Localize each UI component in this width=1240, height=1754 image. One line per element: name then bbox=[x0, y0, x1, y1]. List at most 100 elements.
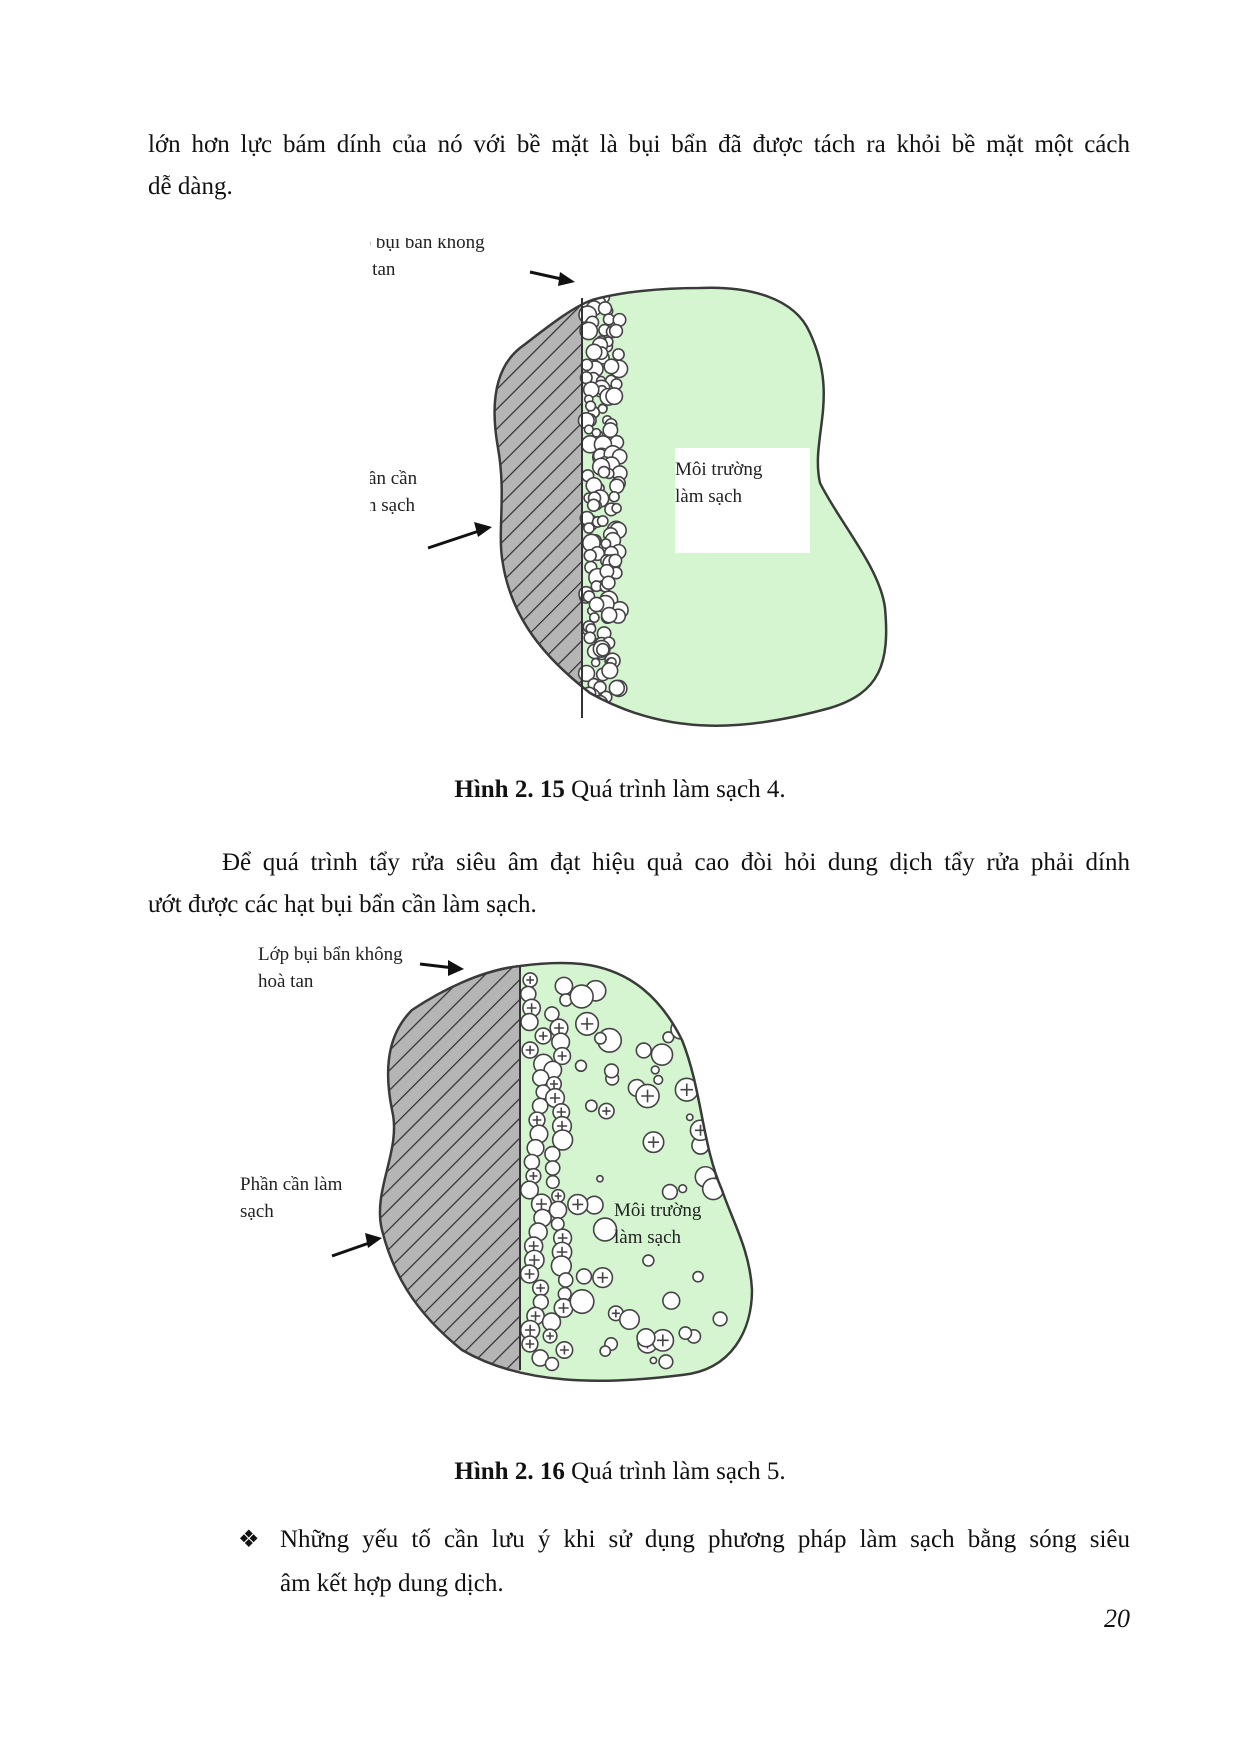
dirt-particle bbox=[692, 1270, 704, 1283]
label-cleaning-medium: làm sạch bbox=[614, 1227, 682, 1248]
dirt-particle bbox=[583, 548, 597, 563]
dirt-particle bbox=[658, 1354, 674, 1370]
dirt-particle bbox=[520, 1012, 539, 1032]
figure-caption: Hình 2. 15 Quá trình làm sạch 4. bbox=[0, 774, 1240, 806]
dirt-particle bbox=[685, 1113, 694, 1122]
figure-cleaning-process-4: Lớp bụi bẩn không hoà tan Phần cần làm s… bbox=[370, 238, 888, 727]
arrow-icon bbox=[419, 960, 464, 976]
figure-cleaning-process-5: Lớp bụi bẩn không hoà tan Phần cần làm s… bbox=[240, 944, 754, 1382]
dirt-particle bbox=[576, 698, 596, 718]
dirt-particle bbox=[609, 478, 625, 494]
dirt-particle bbox=[601, 662, 619, 680]
dirt-particle bbox=[588, 612, 600, 624]
caption-text: Quá trình làm sạch 4. bbox=[564, 776, 786, 803]
figure-caption: Hình 2. 16 Quá trình làm sạch 5. bbox=[0, 1456, 1240, 1488]
page-number: 20 bbox=[1104, 1604, 1130, 1633]
dirt-particle bbox=[544, 1356, 560, 1372]
dirt-particle bbox=[583, 631, 597, 645]
dirt-particle bbox=[701, 1062, 716, 1077]
dirt-particle bbox=[584, 1099, 598, 1113]
paragraph-line: Để quá trình tẩy rửa siêu âm đạt hiệu qu… bbox=[222, 849, 1130, 876]
dirt-particle bbox=[544, 1145, 561, 1163]
dirt-particle bbox=[596, 1174, 604, 1183]
plus-sign-icon bbox=[549, 1092, 561, 1104]
label-dirt-layer: hoà tan bbox=[258, 971, 314, 992]
plus-sign-icon bbox=[525, 1339, 535, 1349]
dirt-particle bbox=[611, 502, 622, 514]
plus-sign-icon bbox=[559, 1345, 569, 1355]
plus-sign-icon bbox=[529, 1171, 538, 1181]
dirt-particle bbox=[551, 1129, 574, 1151]
arrow-icon bbox=[529, 270, 575, 286]
dirt-particle bbox=[591, 427, 602, 438]
label-part-to-clean: Phần cần bbox=[370, 468, 418, 489]
caption-text: Quá trình làm sạch 5. bbox=[564, 1458, 786, 1485]
label-part-to-clean: sạch bbox=[240, 1201, 274, 1222]
dirt-particle bbox=[649, 1356, 658, 1365]
paragraph-line: lớn hơn lực bám dính của nó với bề mặt l… bbox=[148, 131, 1130, 158]
plus-sign-icon bbox=[550, 1080, 558, 1088]
dirt-particle bbox=[582, 381, 600, 398]
plus-sign-icon bbox=[572, 1198, 584, 1210]
dirt-particle bbox=[605, 387, 624, 406]
dirt-particle bbox=[653, 1074, 664, 1086]
dirt-particle bbox=[618, 1308, 641, 1331]
plus-sign-icon bbox=[524, 1269, 535, 1279]
plus-sign-icon bbox=[557, 1233, 568, 1243]
dirt-particle bbox=[541, 1312, 562, 1332]
dirt-particle bbox=[608, 553, 623, 568]
paragraph-line: ướt được các hạt bụi bẩn cần làm sạch. bbox=[148, 891, 537, 918]
dirt-particle bbox=[574, 1059, 588, 1073]
dirt-particle bbox=[586, 498, 601, 513]
bullet-line: âm kết hợp dung dịch. bbox=[280, 1570, 504, 1597]
label-dirt-layer: Lớp bụi bẩn không bbox=[370, 238, 485, 253]
plus-sign-icon bbox=[602, 1106, 611, 1116]
paragraph: Để quá trình tẩy rửa siêu âm đạt hiệu qu… bbox=[148, 842, 1130, 926]
label-box bbox=[675, 448, 810, 553]
dirt-particle bbox=[545, 1174, 560, 1190]
label-dirt-layer: hoà tan bbox=[370, 259, 396, 280]
dirt-particle bbox=[588, 596, 605, 613]
outline-shape bbox=[493, 286, 888, 727]
dirt-particle bbox=[686, 1020, 695, 1029]
plus-sign-icon bbox=[557, 1051, 567, 1061]
paragraph-continued: lớn hơn lực bám dính của nó với bề mặt l… bbox=[148, 124, 1130, 208]
plus-sign-icon bbox=[526, 1003, 537, 1013]
dirt-particle bbox=[590, 657, 601, 668]
plus-sign-icon bbox=[529, 1254, 540, 1266]
dirt-particle bbox=[523, 1153, 541, 1171]
dirt-particle bbox=[608, 491, 620, 503]
dirt-particle bbox=[557, 1272, 574, 1288]
label-part-to-clean: Phần cần làm bbox=[240, 1174, 343, 1195]
plus-sign-icon bbox=[672, 1001, 685, 1014]
label-cleaning-medium: làm sạch bbox=[675, 486, 743, 507]
label-cleaning-medium: Môi trường bbox=[675, 459, 763, 480]
dirt-particle bbox=[661, 1183, 679, 1201]
charged-particle bbox=[666, 995, 690, 1020]
dirt-particle bbox=[588, 704, 601, 717]
dirt-particle bbox=[650, 1065, 660, 1075]
dirt-particle bbox=[548, 1200, 568, 1220]
plus-sign-icon bbox=[556, 1107, 566, 1117]
dirt-particle bbox=[579, 321, 599, 341]
dirt-particle bbox=[575, 1268, 593, 1285]
dirt-particle bbox=[597, 465, 611, 479]
dirt-particle bbox=[544, 1160, 561, 1176]
dirt-particle bbox=[636, 1327, 656, 1348]
dirt-particle bbox=[608, 679, 626, 697]
dirt-particle bbox=[596, 515, 609, 527]
dirt-particle bbox=[612, 348, 625, 361]
plus-sign-icon bbox=[597, 1272, 609, 1284]
bullet-line: Những yếu tố cần lưu ý khi sử dụng phươn… bbox=[280, 1526, 1130, 1553]
dirt-particle bbox=[603, 1063, 620, 1079]
plus-sign-icon bbox=[580, 1017, 594, 1031]
plus-sign-icon bbox=[532, 1115, 542, 1125]
dirt-particle bbox=[650, 1043, 674, 1066]
dirt-particle bbox=[597, 301, 613, 316]
dirt-particle bbox=[700, 993, 720, 1013]
outline-shape bbox=[378, 961, 754, 1382]
plus-sign-icon bbox=[538, 1031, 548, 1041]
plus-sign-icon bbox=[641, 1089, 654, 1103]
label-part-to-clean: làm sạch bbox=[370, 495, 416, 516]
dirt-particle bbox=[585, 343, 603, 361]
